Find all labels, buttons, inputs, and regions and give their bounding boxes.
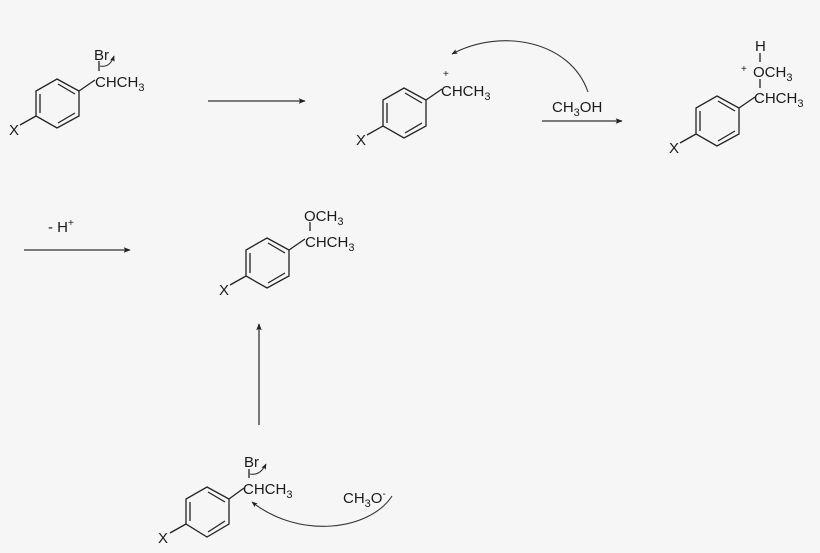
side-chain-label: CHCH3 <box>441 83 490 103</box>
substituent-x: X <box>158 530 168 547</box>
molecule-product: X OCH3 CHCH3 <box>219 208 354 299</box>
benzene-ring <box>245 237 290 289</box>
ether-group-label: OCH3 <box>304 208 343 228</box>
substituent-x: X <box>9 122 19 139</box>
side-chain-label: CHCH3 <box>754 90 803 110</box>
charge-plus: + <box>741 64 747 75</box>
side-chain-label: CHCH3 <box>243 481 292 501</box>
ether-group-label: OCH3 <box>753 64 792 84</box>
curly-arrow-methanol-icon <box>451 40 589 93</box>
substituent-x: X <box>669 140 679 157</box>
bond-side-chain <box>78 79 96 92</box>
bond-x <box>19 115 37 126</box>
side-chain-label: CHCH3 <box>305 234 354 254</box>
curly-arrow-methoxide-icon <box>251 495 393 527</box>
curly-arrow-br-icon <box>249 463 267 475</box>
curly-arrow-br-icon <box>99 55 115 67</box>
reagent-deprotonation: - H+ <box>48 218 74 236</box>
substituent-x: X <box>219 282 229 299</box>
benzene-ring <box>695 95 740 147</box>
benzene-ring <box>35 78 80 129</box>
hydrogen-h: H <box>755 38 766 55</box>
leaving-group-br: Br <box>94 47 109 64</box>
reagent-methoxide: CH3O- <box>343 489 386 510</box>
molecule-oxonium: X H + OCH3 CHCH3 <box>669 38 803 157</box>
reagent-methanol: CH3OH <box>552 99 602 119</box>
benzene-ring <box>185 486 230 538</box>
leaving-group-br: Br <box>244 454 259 471</box>
molecule-reactant: X Br CHCH3 <box>9 47 144 139</box>
molecule-reactant-sn2: X Br CHCH3 <box>158 454 292 547</box>
molecule-carbocation: X + CHCH3 <box>356 69 490 149</box>
charge-plus: + <box>443 69 449 80</box>
substituent-x: X <box>356 132 366 149</box>
side-chain-label: CHCH3 <box>95 74 144 94</box>
benzene-ring <box>382 87 427 139</box>
